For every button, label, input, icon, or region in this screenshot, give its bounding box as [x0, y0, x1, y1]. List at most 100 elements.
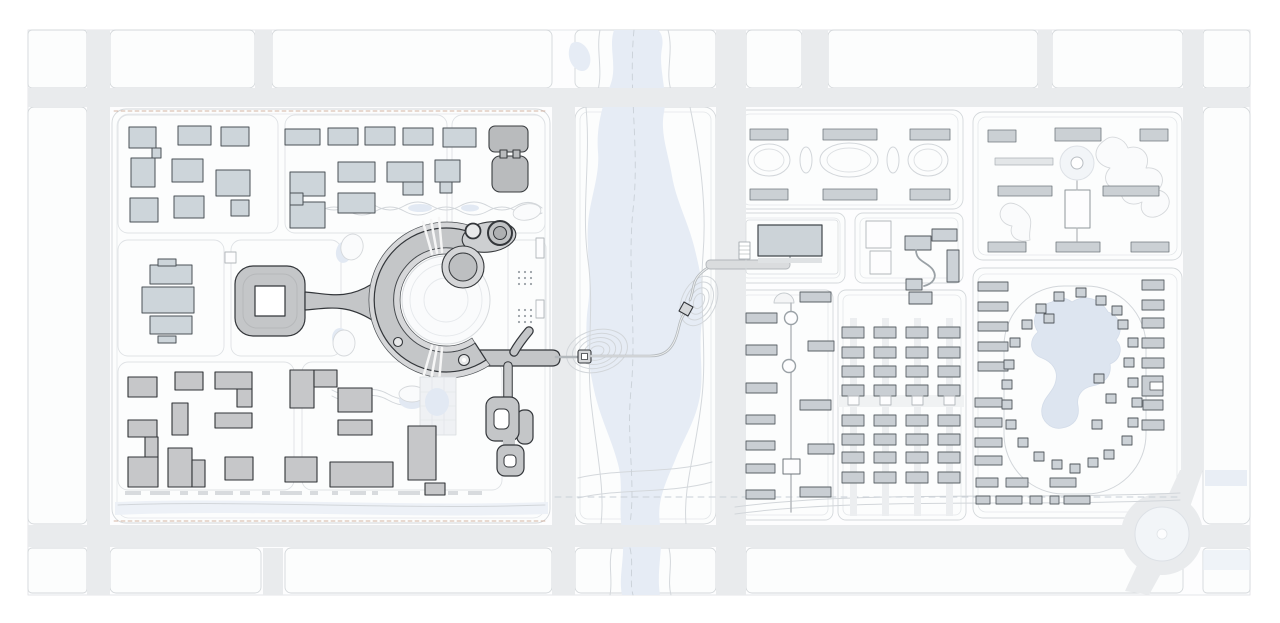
grid-estate-block-shape [905, 471, 929, 484]
city-blocks-shape [284, 547, 553, 594]
campus-park-block-shape [1055, 241, 1101, 253]
office-buildings-shape [214, 412, 253, 429]
campus-park-block-shape [987, 129, 1017, 143]
tree-ticks-shape [215, 491, 233, 495]
residential-buildings-shape [220, 126, 250, 147]
villa-lake-block-shape [1141, 337, 1165, 349]
villa-lake-block-shape [995, 495, 1023, 505]
tree-ticks-shape [198, 491, 208, 495]
grid-estate-block-shape [847, 395, 860, 406]
residential-buildings [128, 125, 477, 344]
city-blocks-shape [27, 106, 88, 525]
tree-ticks-shape [350, 491, 366, 495]
grid-estate-block-shape [937, 471, 961, 484]
exhibition-hall-block [738, 219, 839, 275]
oval-courtyards-block-shape [747, 143, 791, 177]
office-buildings-shape [127, 419, 158, 438]
tree-ticks-shape [262, 491, 270, 495]
office-buildings-shape [214, 371, 253, 390]
residential-buildings-shape [128, 126, 157, 149]
river-banks [577, 29, 713, 596]
exhibition-hall-block-shape [758, 258, 822, 263]
dot [517, 270, 521, 274]
bar-estate-block-shape [773, 292, 795, 304]
campus-sub-blocks-shape [117, 114, 279, 234]
block-inset-lines-shape [116, 113, 546, 519]
residential-buildings-shape [289, 192, 304, 206]
roads-shape [1183, 30, 1203, 470]
villa-lake-block-shape [1063, 495, 1091, 505]
campus-sub-blocks-shape [117, 239, 225, 357]
residential-buildings-shape [289, 171, 326, 197]
residential-buildings-shape [337, 192, 376, 214]
office-buildings-shape [236, 388, 253, 408]
tree-blobs-shape [512, 203, 542, 221]
villa-lake-block-shape [975, 477, 999, 488]
office-buildings-shape [337, 419, 373, 436]
villa-lake-block-shape [1021, 319, 1033, 330]
city-blocks-shape [1202, 106, 1251, 525]
grid-estate-block-shape [873, 326, 897, 339]
grid-estate-block-shape [905, 365, 929, 378]
office-buildings-shape [224, 456, 254, 481]
south-pavilions-shape [493, 408, 510, 430]
villa-lake-block-shape [1075, 287, 1087, 298]
south-pavilions-shape [503, 437, 515, 447]
bar-estate-block-shape [745, 440, 776, 451]
campus-sub-blocks [117, 114, 547, 491]
dot [523, 282, 527, 286]
residential-buildings-shape [149, 315, 193, 335]
roads-shape [802, 30, 828, 88]
grid-estate-block-shape [943, 395, 956, 406]
dark-building-cluster-shape [512, 149, 521, 159]
oval-courtyards-block-shape [822, 128, 878, 141]
grid-estate-block-shape [873, 365, 897, 378]
garden-patch-shape [425, 388, 449, 416]
residential-buildings-shape [129, 197, 159, 223]
garden-patch [419, 376, 457, 436]
dark-building-cluster-shape [488, 125, 529, 153]
creek-water-shape [408, 204, 432, 212]
residential-buildings-shape [173, 195, 205, 219]
block-inset-lines-shape [977, 273, 1178, 513]
grid-estate-block-shape [905, 414, 929, 427]
landform-mounds-shape [566, 328, 628, 374]
river-water [568, 30, 704, 595]
plaza-circle-buildings [441, 220, 517, 289]
campus-sub-blocks-shape [117, 361, 295, 491]
villa-lake-block-shape [1131, 397, 1143, 408]
edge-water-strips-shape [1203, 550, 1250, 570]
bar-estate-block-shape [745, 382, 778, 394]
grid-estate-block-shape [937, 365, 961, 378]
residential-buildings-shape [402, 181, 424, 196]
dark-building-cluster-shape [499, 149, 508, 159]
dot [529, 320, 533, 324]
south-branches-shape [510, 327, 533, 356]
villa-lake-block-shape [977, 361, 1009, 372]
office-buildings-shape [337, 387, 373, 413]
campus-canal [115, 500, 548, 516]
grid-estate-block-shape [905, 451, 929, 464]
grid-estate-block-shape [937, 346, 961, 359]
residential-buildings-shape [171, 158, 204, 183]
villa-lake-block-shape [1049, 477, 1077, 488]
river-centerline-shape [629, 547, 634, 596]
office-buildings-shape [313, 369, 338, 388]
dot [517, 320, 521, 324]
office-buildings-shape [144, 436, 159, 458]
oval-courtyards-block-shape [749, 188, 789, 201]
dot [523, 314, 527, 318]
campus-canal-shape [117, 503, 546, 507]
oval-courtyards-block-shape [819, 142, 879, 178]
grid-estate-block-shape [937, 326, 961, 339]
ring-building-shape [437, 346, 444, 384]
roads-shape [263, 548, 283, 595]
residential-buildings-shape [230, 199, 250, 217]
grid-estate-block-shape [841, 365, 865, 378]
campus-park-block-shape [997, 185, 1053, 197]
villa-lake-block-shape [1001, 379, 1013, 390]
south-branches [457, 326, 534, 404]
villa-lake-block-shape [977, 301, 1009, 312]
ring-building-shape [437, 216, 444, 254]
